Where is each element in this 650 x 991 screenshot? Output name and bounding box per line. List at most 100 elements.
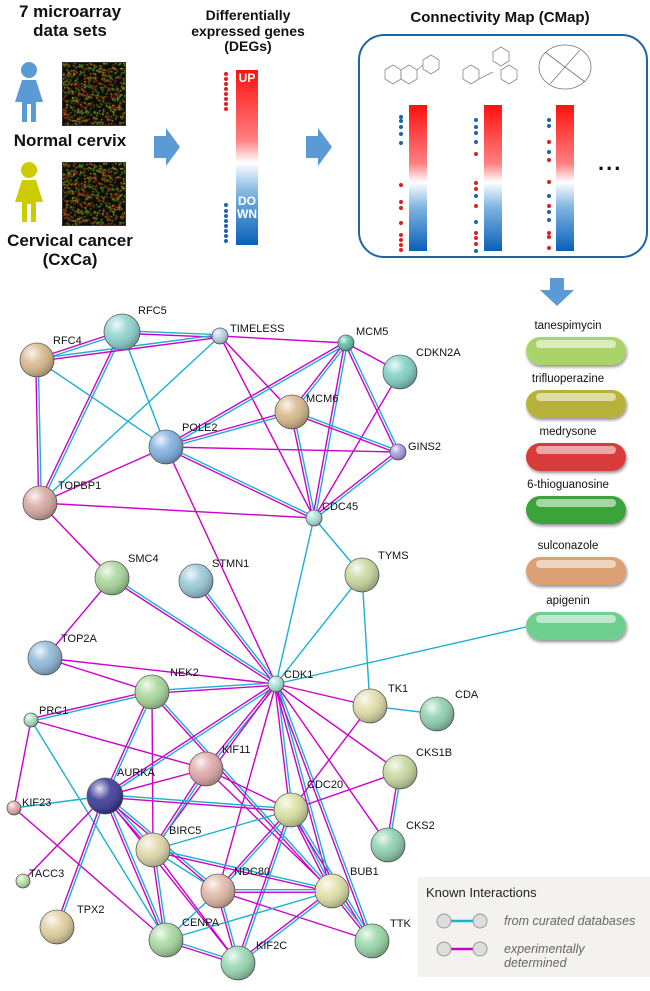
network-edge	[217, 890, 373, 942]
node-label: MCM6	[306, 393, 338, 405]
network-node[interactable]: CDKN2A	[382, 347, 461, 390]
network-node[interactable]: STMN1	[178, 558, 249, 599]
network-node[interactable]: AURKA	[86, 767, 156, 815]
legend-exp-edge-icon	[436, 941, 488, 957]
network-node[interactable]: PRC1	[23, 705, 68, 728]
datasets-title-line1: 7 microarray	[18, 2, 122, 21]
network-node[interactable]: TTK	[354, 918, 411, 959]
apigenin-structure-icon	[384, 54, 440, 85]
network-node[interactable]: CENPA	[148, 917, 220, 958]
network-edge	[13, 719, 32, 809]
node-shine	[189, 752, 223, 786]
cmap-dots-2	[474, 118, 478, 253]
network-edge	[164, 341, 346, 447]
network-node[interactable]: MCM6	[274, 393, 338, 430]
network-edge	[38, 331, 122, 503]
cancer-label-line1: Cervical cancer	[7, 231, 133, 250]
network-edge	[238, 891, 334, 965]
network-node[interactable]: NDC80	[200, 866, 270, 909]
network-edge	[276, 683, 334, 891]
network-node[interactable]: TYMS	[344, 550, 409, 593]
network-node[interactable]: CDC20	[273, 779, 343, 828]
network-edge	[194, 581, 276, 686]
network-edge	[218, 810, 293, 893]
network-node[interactable]: CKS2	[370, 820, 435, 863]
node-shine	[383, 355, 417, 389]
network-edge	[238, 810, 293, 964]
node-label: TYMS	[378, 550, 409, 562]
node-label: STMN1	[212, 558, 249, 570]
network-edge	[110, 578, 276, 686]
datasets-title: 7 microarray data sets	[0, 2, 140, 40]
drug-label: sulconazole	[537, 540, 599, 552]
network-edge	[103, 682, 276, 796]
degs-title: Differentially expressed genes (DEGs)	[178, 7, 318, 55]
network-node[interactable]: NEK2	[134, 667, 199, 710]
network-edge	[105, 692, 154, 797]
node-shine	[87, 778, 123, 814]
node-label: RFC4	[53, 335, 82, 347]
network-node[interactable]: KIF23	[6, 797, 51, 816]
network-node[interactable]: SMC4	[94, 553, 159, 596]
network-edge	[152, 690, 334, 891]
up-dots	[224, 72, 228, 111]
network-node[interactable]: TK1	[352, 683, 408, 724]
network-node[interactable]: TPX2	[39, 904, 105, 945]
down-dots	[224, 203, 228, 243]
network-node[interactable]: KIF11	[188, 744, 251, 787]
network-edge	[44, 657, 153, 693]
node-label: BUB1	[350, 866, 379, 878]
network-edge	[344, 343, 398, 453]
node-shine	[16, 874, 30, 888]
network-edge	[150, 692, 332, 893]
network-edge	[151, 691, 154, 851]
network-node[interactable]: TOP2A	[27, 633, 98, 676]
network-node[interactable]: RFC4	[19, 335, 82, 378]
network-edge	[30, 719, 167, 941]
legend-db-label: from curated databases	[504, 914, 636, 928]
network-node[interactable]: BIRC5	[135, 825, 201, 868]
compound-structures	[384, 44, 592, 90]
network-edge	[166, 343, 348, 449]
node-label: GINS2	[408, 441, 441, 453]
network-node[interactable]: BUB1	[314, 866, 379, 909]
network-node[interactable]: TACC3	[15, 868, 64, 889]
drug-pill	[526, 443, 626, 471]
node-shine	[149, 430, 183, 464]
network-node[interactable]: CKS1B	[382, 747, 452, 790]
node-shine	[104, 314, 140, 350]
network-node[interactable]: POLE2	[148, 422, 217, 465]
network-edge	[276, 683, 374, 941]
network-node[interactable]: TIMELESS	[211, 323, 284, 345]
network-node[interactable]: KIF2C	[220, 940, 287, 981]
network-edge	[151, 682, 276, 692]
network-edge	[40, 332, 124, 504]
network-node[interactable]: CDC45	[305, 501, 358, 527]
network-edge	[312, 342, 346, 518]
node-shine	[345, 558, 379, 592]
node-label: CDK1	[284, 669, 313, 681]
network-edge	[165, 447, 314, 520]
node-shine	[136, 833, 170, 867]
network-edge	[152, 684, 277, 694]
network-node[interactable]: CDK1	[267, 669, 313, 693]
network-edge	[275, 574, 363, 685]
network-node[interactable]: TOPBP1	[22, 480, 101, 521]
network-edge	[292, 410, 399, 452]
network-edge	[57, 796, 107, 928]
arrow-right-icon	[154, 128, 180, 166]
up-label: UP	[238, 71, 256, 85]
network-edge	[314, 343, 348, 519]
node-shine	[390, 444, 406, 460]
network-edge	[219, 335, 293, 413]
node-label: TOP2A	[61, 633, 98, 645]
network-node[interactable]: MCM5	[337, 326, 388, 352]
normal-woman-icon	[15, 62, 43, 122]
network-node[interactable]: CDA	[419, 689, 479, 732]
node-label: POLE2	[182, 422, 217, 434]
network-node[interactable]: RFC5	[103, 305, 167, 351]
interactions-legend: Known Interactions from curated database…	[418, 877, 650, 977]
network-node[interactable]: GINS2	[389, 441, 441, 461]
